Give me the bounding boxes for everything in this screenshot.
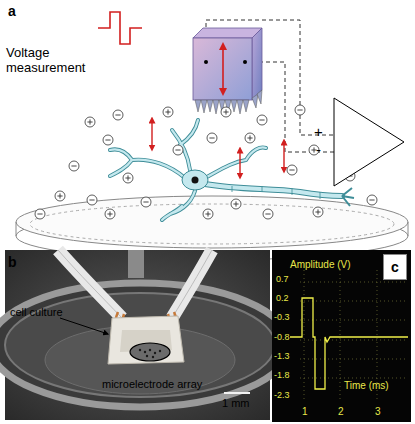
ion-symbol (163, 107, 173, 117)
axis-text: 3 (375, 406, 381, 417)
panel-letter-box: c (383, 254, 407, 280)
caption-text: Voltage measurement (6, 46, 96, 76)
device-photo (0, 250, 290, 420)
grid-line (300, 270, 406, 400)
ion-symbol (141, 197, 151, 207)
axis-text: 0.7 (276, 275, 289, 285)
ion-symbol (103, 135, 113, 145)
ion-symbol (245, 133, 255, 143)
axis-text: -1.3 (274, 352, 290, 362)
waveform (290, 298, 408, 389)
ion-symbol (207, 133, 217, 143)
ion-symbol (221, 107, 231, 117)
axis-text: -1.8 (274, 371, 290, 381)
axis-text: 2 (338, 406, 344, 417)
ion-symbol (263, 209, 273, 219)
oscilloscope-screen: Amplitude (V)0.7 0.2 -0.3 -0.8 -1.3 -1.8 -2.3 T… (272, 250, 411, 422)
neuron (110, 120, 354, 220)
ion-symbol (69, 161, 79, 171)
part-label: microelectrode array (102, 378, 202, 391)
ion-symbol (367, 195, 377, 205)
ion-symbol (295, 105, 305, 115)
scale-bar-label: 1 mm (222, 397, 250, 410)
ion-symbol (203, 209, 213, 219)
ion-symbol (287, 165, 297, 175)
voltage-pulse (98, 12, 142, 44)
input-sign: + (314, 124, 323, 141)
axis-text: 0.2 (276, 294, 289, 304)
ion-symbol (87, 195, 97, 205)
panel-letter: a (8, 3, 16, 19)
ion-symbol (55, 191, 65, 201)
panel-letter: b (8, 254, 17, 270)
ion-symbol (35, 209, 45, 219)
ion (35, 105, 377, 219)
panel-letter: c (391, 260, 399, 275)
amplifier: +- (310, 96, 406, 188)
ion-symbol (85, 117, 95, 127)
ion-symbol (231, 199, 241, 209)
ion-symbol (313, 207, 323, 217)
ion-symbol (123, 173, 133, 183)
ion-symbol (257, 115, 267, 125)
axis-text: Amplitude (V) (290, 259, 351, 270)
axis-text: -0.3 (274, 313, 290, 323)
axis-text: Time (ms) (344, 380, 389, 391)
amplifier-symbol (310, 96, 406, 188)
input-sign: - (316, 142, 321, 159)
electrode-block (193, 28, 262, 114)
axis-text: -2.3 (274, 391, 290, 401)
part-label: cell culture (10, 306, 63, 319)
ion-symbol (113, 110, 123, 120)
axis-text: 1 (302, 406, 308, 417)
ion-symbol (105, 209, 115, 219)
signal-arrow (152, 120, 284, 176)
ion-symbol (173, 145, 183, 155)
axis-text: -0.8 (274, 333, 290, 343)
